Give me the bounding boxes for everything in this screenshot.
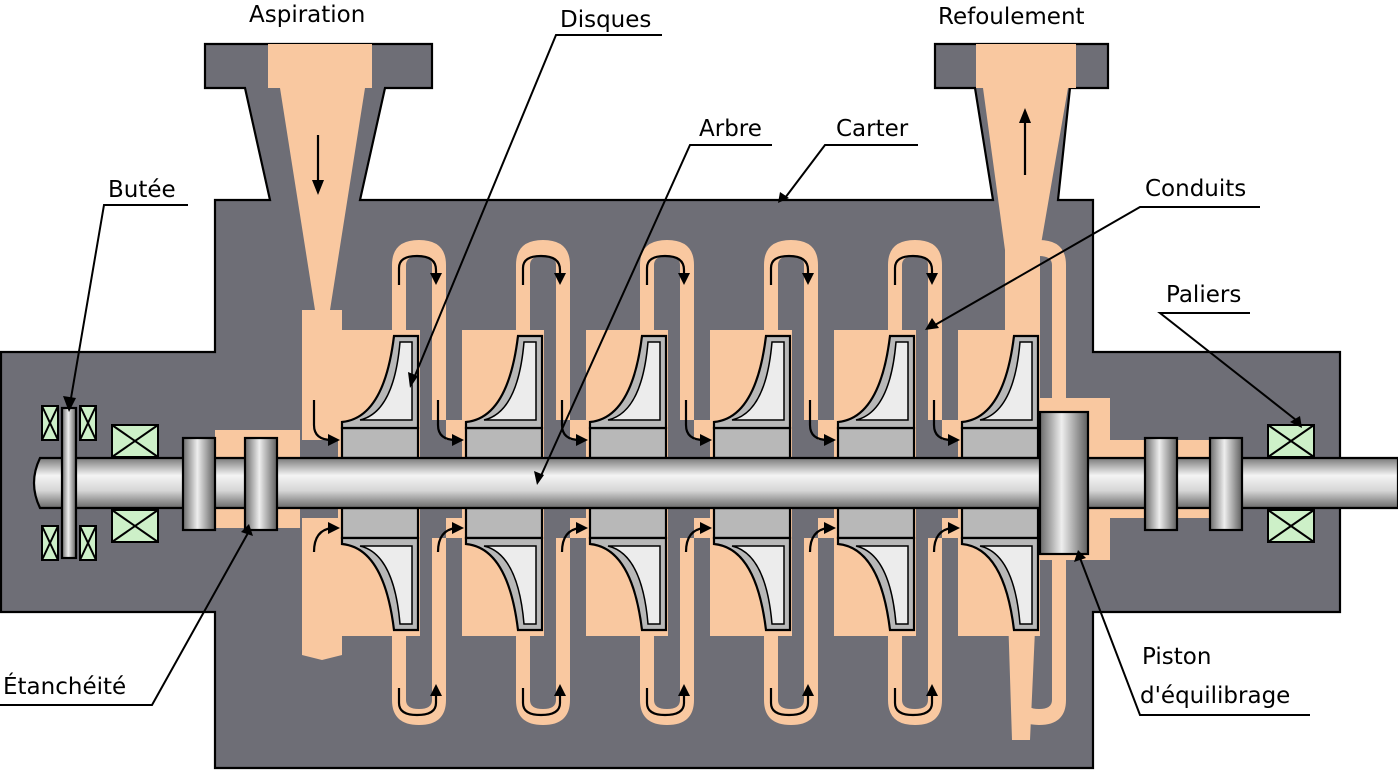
bearing — [41, 525, 59, 561]
return-channel-upper — [764, 240, 838, 440]
return-channel-upper — [640, 240, 714, 440]
casing-body — [0, 42, 1342, 770]
leader-paliers — [1157, 312, 1297, 421]
inlet-eye-fluid — [302, 310, 342, 440]
inlet-lower-fluid — [302, 518, 342, 660]
shaft — [32, 456, 1398, 510]
bearings — [41, 405, 1315, 561]
bearing — [1267, 509, 1315, 543]
shaft-body — [32, 456, 1398, 510]
leader-carter — [784, 144, 918, 199]
label-disques: Disques — [560, 7, 651, 33]
return-channel-lower — [1012, 518, 1086, 725]
label-refoulement: Refoulement — [938, 4, 1085, 30]
label-piston-line1: Piston — [1142, 644, 1211, 670]
impeller-stage — [958, 330, 1040, 636]
bearing — [79, 405, 97, 441]
labels: Aspiration Disques Refoulement Arbre Car… — [3, 2, 1290, 709]
label-butee: Butée — [108, 177, 176, 203]
thrust-disc — [60, 406, 78, 560]
collar-left-1 — [181, 436, 217, 532]
impeller-stage — [338, 330, 420, 636]
leader-arbre — [539, 144, 772, 479]
inlet-fluid — [268, 44, 372, 395]
label-carter: Carter — [836, 116, 909, 142]
collar-right-2 — [1208, 436, 1244, 532]
return-channel-upper — [888, 240, 962, 440]
label-aspiration: Aspiration — [249, 2, 365, 28]
impeller-stage — [710, 330, 792, 636]
leader-conduits — [934, 206, 1260, 326]
bearing — [111, 424, 159, 458]
return-channel-upper — [392, 240, 466, 440]
return-channel-upper — [516, 240, 590, 440]
bearing — [41, 405, 59, 441]
casing — [0, 42, 1342, 770]
leader-disques — [413, 34, 662, 379]
collar-right-1 — [1143, 436, 1179, 532]
leader-butee — [69, 204, 188, 405]
label-paliers: Paliers — [1166, 282, 1241, 308]
leader-piston — [1079, 557, 1310, 716]
balance-piston — [1038, 410, 1090, 556]
shaft-collars — [60, 406, 1244, 560]
impeller-stage — [586, 330, 668, 636]
collar-left-2 — [243, 436, 279, 532]
label-etancheite: Étanchéité — [3, 672, 126, 700]
bearing — [111, 509, 159, 543]
impeller-stage — [834, 330, 916, 636]
label-piston-line2: d'équilibrage — [1140, 683, 1290, 709]
bearing — [79, 525, 97, 561]
label-arbre: Arbre — [699, 116, 762, 142]
leader-lines — [0, 34, 1310, 716]
bearing — [1267, 424, 1315, 458]
flow-arrows — [312, 108, 1031, 717]
label-conduits: Conduits — [1145, 176, 1246, 202]
leader-etancheite — [0, 532, 249, 706]
impellers — [338, 330, 1040, 636]
impeller-stage — [462, 330, 544, 636]
